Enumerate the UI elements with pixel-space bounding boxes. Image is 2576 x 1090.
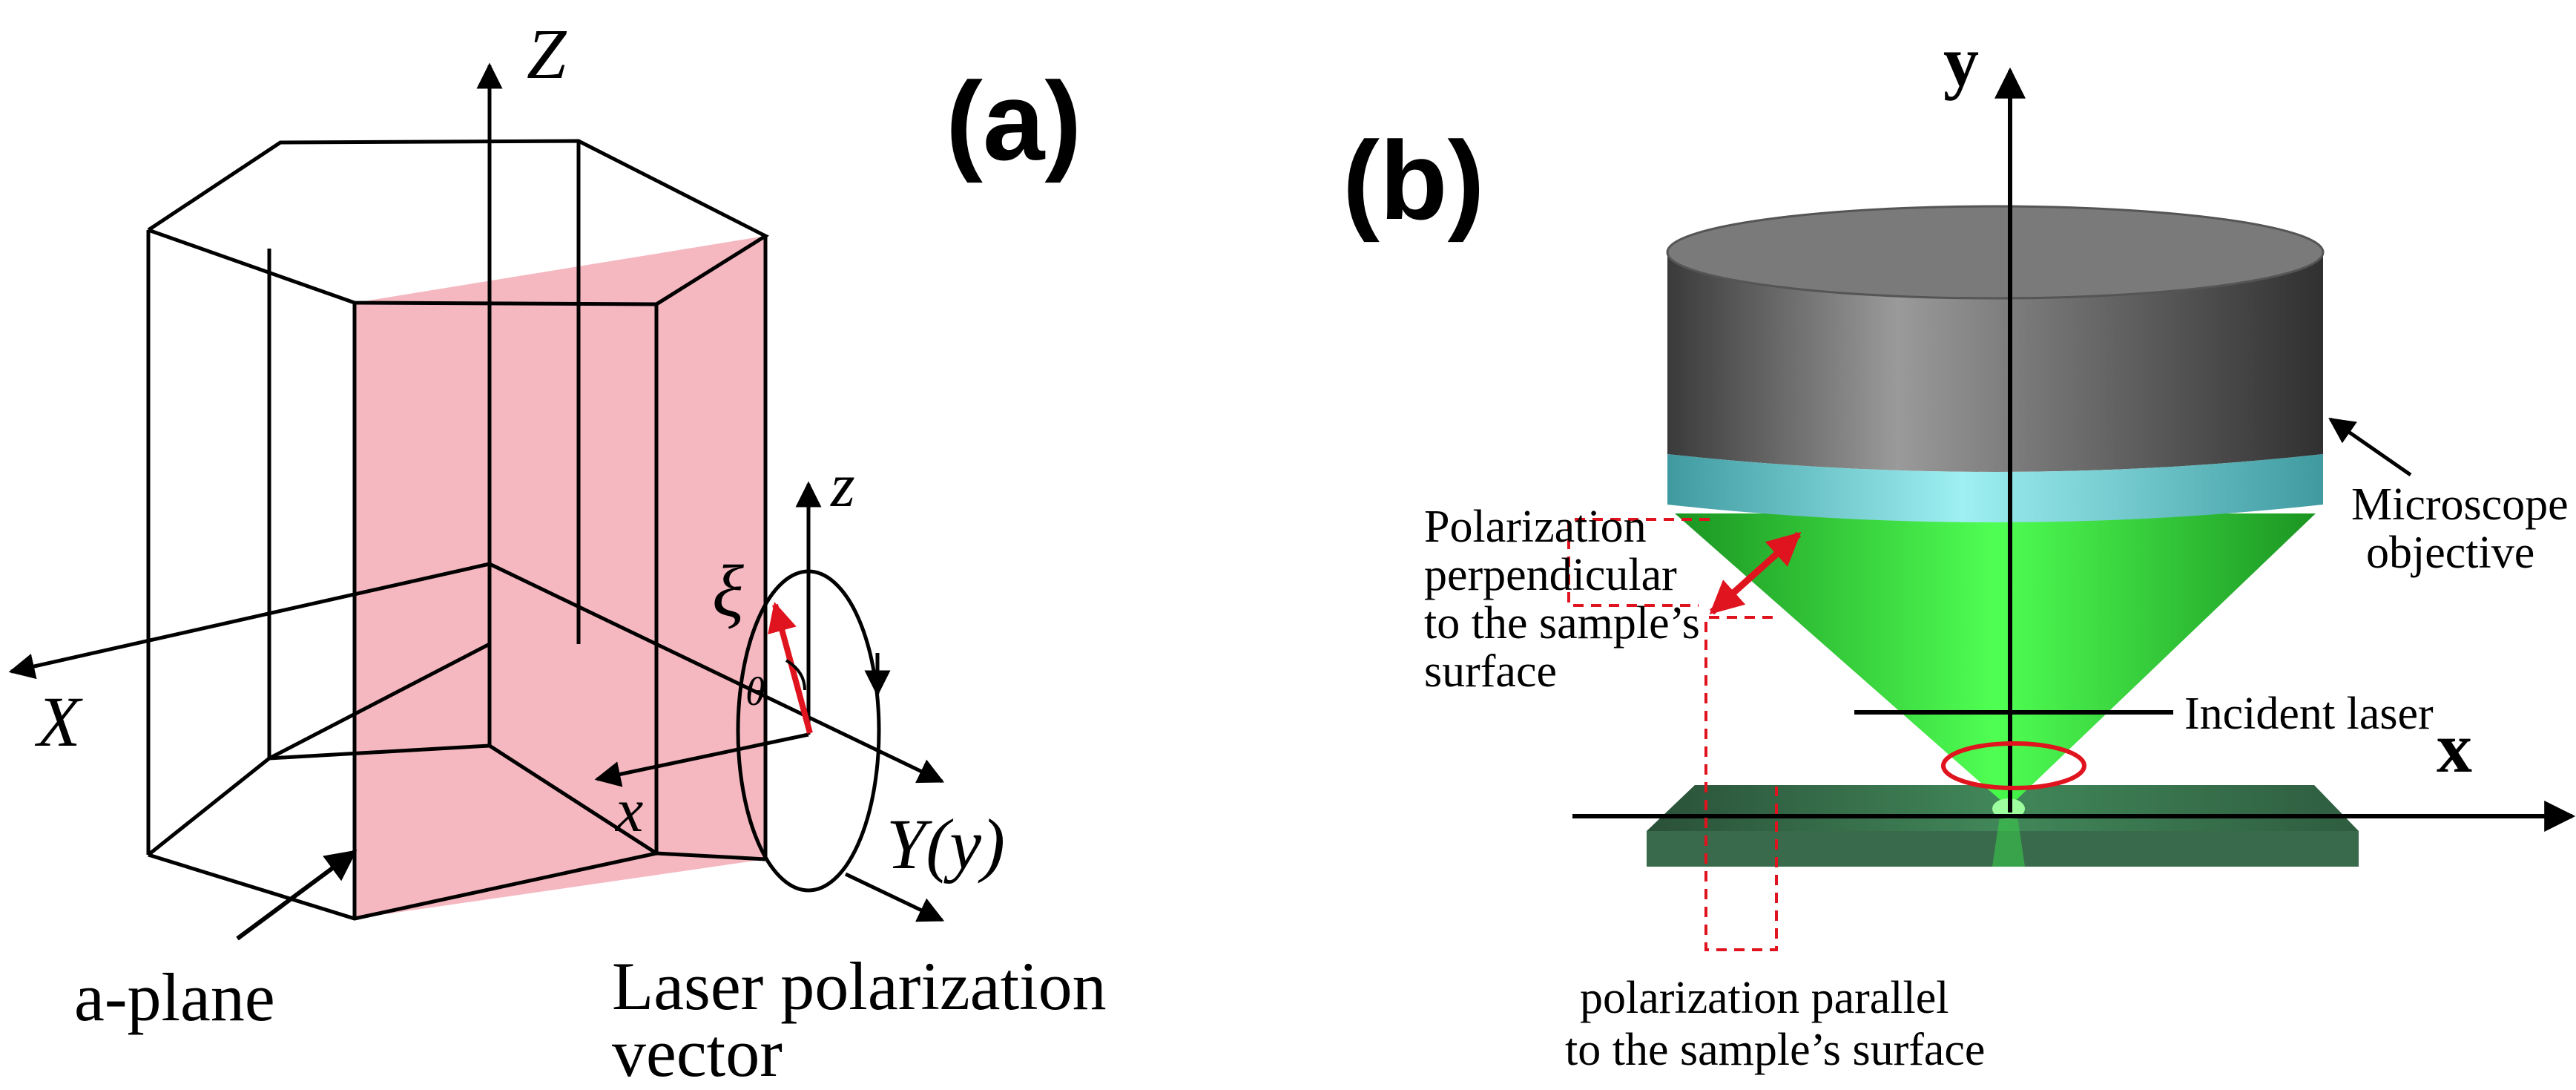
axis-x-label: x	[614, 776, 643, 845]
a-plane-surface	[355, 236, 765, 919]
parallel-label-line2: to the sample’s surface	[1565, 1025, 1985, 1075]
objective-top	[1666, 205, 2325, 300]
objective-label-line2: objective	[2366, 528, 2534, 578]
axis-x-label-b: x	[2437, 708, 2472, 787]
axis-Yy-label: Y(y)	[886, 804, 1005, 884]
laser-beam-cone	[1675, 513, 2316, 807]
objective-body	[1667, 252, 2323, 472]
perpendicular-label-line4: surface	[1424, 646, 1557, 697]
axis-X-label: X	[34, 682, 83, 761]
perpendicular-label-line1: Polarization	[1424, 502, 1647, 552]
laser-vector-label-line1: Laser polarization	[612, 948, 1107, 1024]
panel-b-label: (b)	[1343, 118, 1485, 243]
xi-label: ξ	[712, 550, 744, 632]
objective-lens-ring	[1667, 454, 2323, 522]
incident-polarization-ring	[1941, 741, 2086, 790]
incident-laser-label: Incident laser	[2184, 689, 2434, 739]
theta-label: θ	[745, 669, 765, 714]
axis-Z-label: Z	[527, 14, 567, 93]
axis-X-arrow	[8, 562, 490, 680]
laser-vector-label-line2: vector	[612, 1015, 783, 1090]
theta-arc	[785, 659, 806, 691]
axis-y-label: y	[1943, 22, 1979, 101]
parallel-label-line1: polarization parallel	[1580, 973, 1949, 1023]
transmitted-beam	[1992, 816, 2025, 867]
axis-Y-arrow	[488, 562, 945, 784]
a-plane-pointer	[236, 850, 358, 941]
perpendicular-bracket	[1567, 518, 1710, 607]
panel-a-label: (a)	[946, 59, 1081, 183]
axis-z-label: z	[830, 451, 855, 520]
perpendicular-label-line3: to the sample’s	[1424, 598, 1700, 649]
polarization-circle	[736, 569, 881, 893]
objective-pointer	[2328, 417, 2412, 477]
axis-x-arrow	[594, 732, 809, 787]
perpendicular-label-line2: perpendicular	[1424, 550, 1677, 600]
panel-b: (b) y x Incident laser Microscope object…	[1343, 22, 2576, 1075]
a-plane-label: a-plane	[74, 959, 275, 1035]
panel-a: (a) Z X Y(y)	[8, 14, 1107, 1090]
laser-vector-pointer	[844, 872, 945, 922]
parallel-bracket	[1704, 616, 1778, 951]
laser-polarization-vector-arrow	[768, 602, 813, 735]
objective-label-line1: Microscope	[2351, 479, 2569, 530]
perpendicular-polarization-arrow	[1709, 531, 1802, 615]
